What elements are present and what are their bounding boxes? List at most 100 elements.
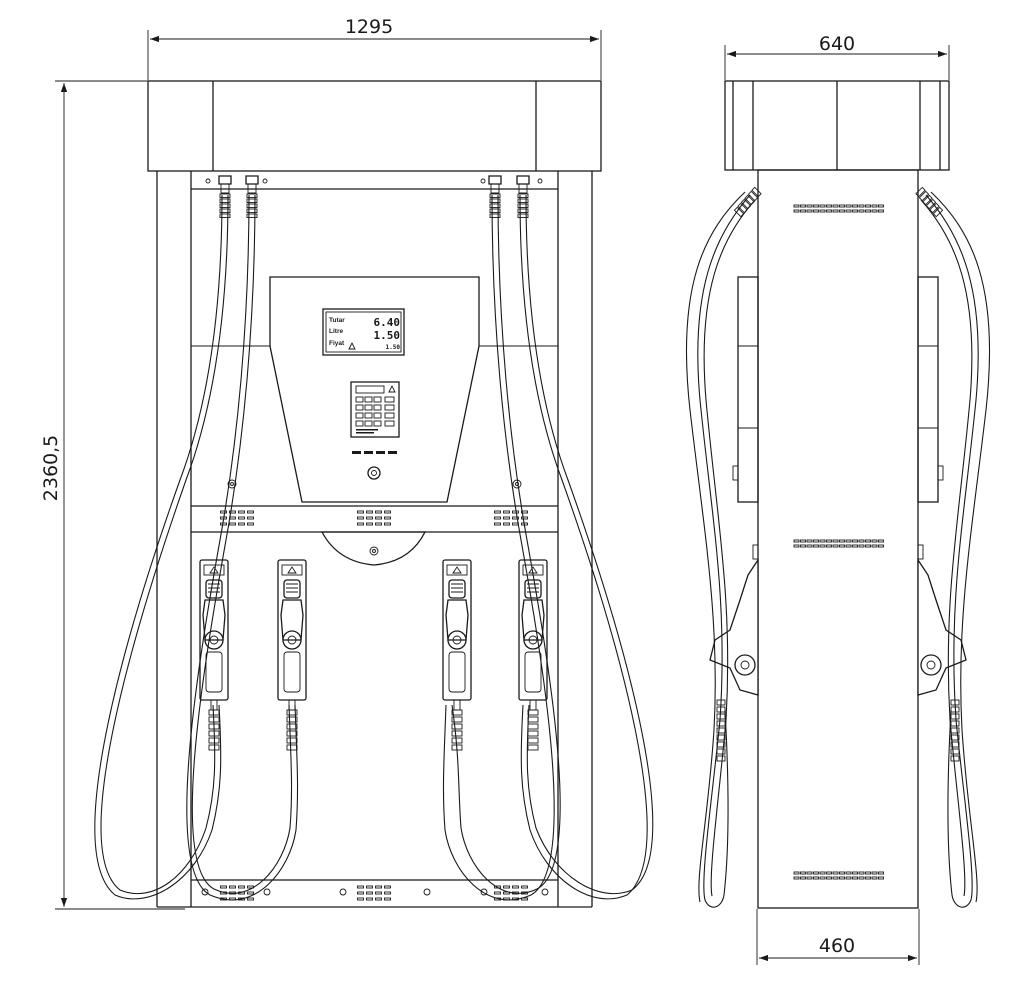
side-view [685, 80, 991, 909]
vent-slot [521, 510, 528, 514]
vent-slot [826, 539, 832, 543]
vent-slot [858, 871, 865, 875]
dimension-side-base-width: 460 [756, 909, 920, 965]
display-panel [269, 276, 480, 503]
vent-slot [852, 204, 858, 208]
hose-fitting [218, 175, 232, 218]
vent-slot [384, 891, 391, 895]
side-hose-fittings [716, 186, 960, 762]
vent-slot [878, 544, 884, 548]
vent-slot [793, 876, 800, 880]
vent-slot [813, 209, 819, 213]
hose-fitting [245, 175, 259, 218]
vent-slot [826, 876, 832, 880]
vent-slot [503, 522, 510, 526]
nozzle-holder [277, 559, 307, 751]
vent-slot [238, 516, 245, 520]
vent-slot [819, 871, 826, 875]
dimension-side-top-width-label: 640 [819, 33, 855, 55]
vent-slot [845, 209, 852, 213]
vent-slot [813, 204, 819, 208]
vent-slot [865, 544, 871, 548]
vent-slot [247, 516, 254, 520]
display-label-total: Tutar [329, 317, 345, 324]
vent-slot [238, 510, 245, 514]
vent-slot [375, 516, 382, 520]
vent-slot [357, 891, 364, 895]
vent-slot [220, 885, 227, 889]
vent-slot [800, 539, 806, 543]
vent-slot [813, 544, 819, 548]
nozzle-holder [442, 559, 472, 751]
vent-slot [375, 522, 382, 526]
vent-slot [819, 209, 826, 213]
vent-slot [865, 204, 871, 208]
front-middle-band [191, 505, 558, 566]
vent-slot [793, 871, 800, 875]
vent-slot [521, 885, 528, 889]
vent-slot [357, 522, 364, 526]
vent-slot [800, 871, 806, 875]
vent-slot [858, 539, 865, 543]
vent-slot [858, 544, 865, 548]
vent-slot [839, 209, 845, 213]
vent-slot [247, 522, 254, 526]
vent-slot [878, 539, 884, 543]
dimension-front-width: 1295 [147, 16, 602, 80]
display-value-price: 1.50 [386, 344, 401, 351]
dimension-front-height-label: 2360,5 [40, 435, 62, 501]
vent-slot [247, 891, 254, 895]
vent-slot [871, 539, 878, 543]
vent-slot [845, 204, 852, 208]
vent-slot [375, 510, 382, 514]
hose-rib-section [716, 699, 726, 762]
vent-slot [494, 510, 501, 514]
vent-slot [826, 544, 832, 548]
vent-slot [806, 876, 813, 880]
vent-slot [813, 871, 819, 875]
nozzle-holder [518, 559, 548, 751]
vent-slot [375, 885, 382, 889]
vent-slot [238, 885, 245, 889]
vent-slot [793, 539, 800, 543]
vent-slot [813, 876, 819, 880]
vent-slot [826, 204, 832, 208]
vent-slot [220, 522, 227, 526]
vent-slot [865, 876, 871, 880]
vent-slot [220, 510, 227, 514]
vent-slot [503, 885, 510, 889]
dimension-front-width-label: 1295 [345, 16, 393, 38]
vent-slot [357, 510, 364, 514]
vent-slot [871, 204, 878, 208]
vent-slot [832, 544, 839, 548]
vent-slot [832, 539, 839, 543]
vent-slot [832, 871, 839, 875]
dimension-side-base-width-label: 460 [819, 935, 855, 957]
vent-slot [229, 885, 236, 889]
side-nozzle-holders [709, 544, 967, 696]
vent-slot [819, 204, 826, 208]
vent-slot [357, 885, 364, 889]
vent-slot [793, 204, 800, 208]
key-lock-icon [367, 466, 381, 480]
vent-slot [852, 876, 858, 880]
vent-slot [858, 204, 865, 208]
front-canopy [147, 80, 602, 172]
vent-slot [832, 204, 839, 208]
vent-slot [878, 204, 884, 208]
vent-slot [247, 897, 254, 901]
display-value-total: 6.40 [374, 316, 401, 329]
vent-slot [839, 871, 845, 875]
vent-slot [512, 510, 519, 514]
vent-slot [366, 510, 373, 514]
vent-slot [384, 885, 391, 889]
vent-slot [494, 891, 501, 895]
vent-slot [865, 209, 871, 213]
vent-slot [839, 876, 845, 880]
vent-slot [845, 871, 852, 875]
vent-slot [238, 522, 245, 526]
vent-slot [375, 897, 382, 901]
vent-slot [806, 204, 813, 208]
vent-slot [852, 544, 858, 548]
